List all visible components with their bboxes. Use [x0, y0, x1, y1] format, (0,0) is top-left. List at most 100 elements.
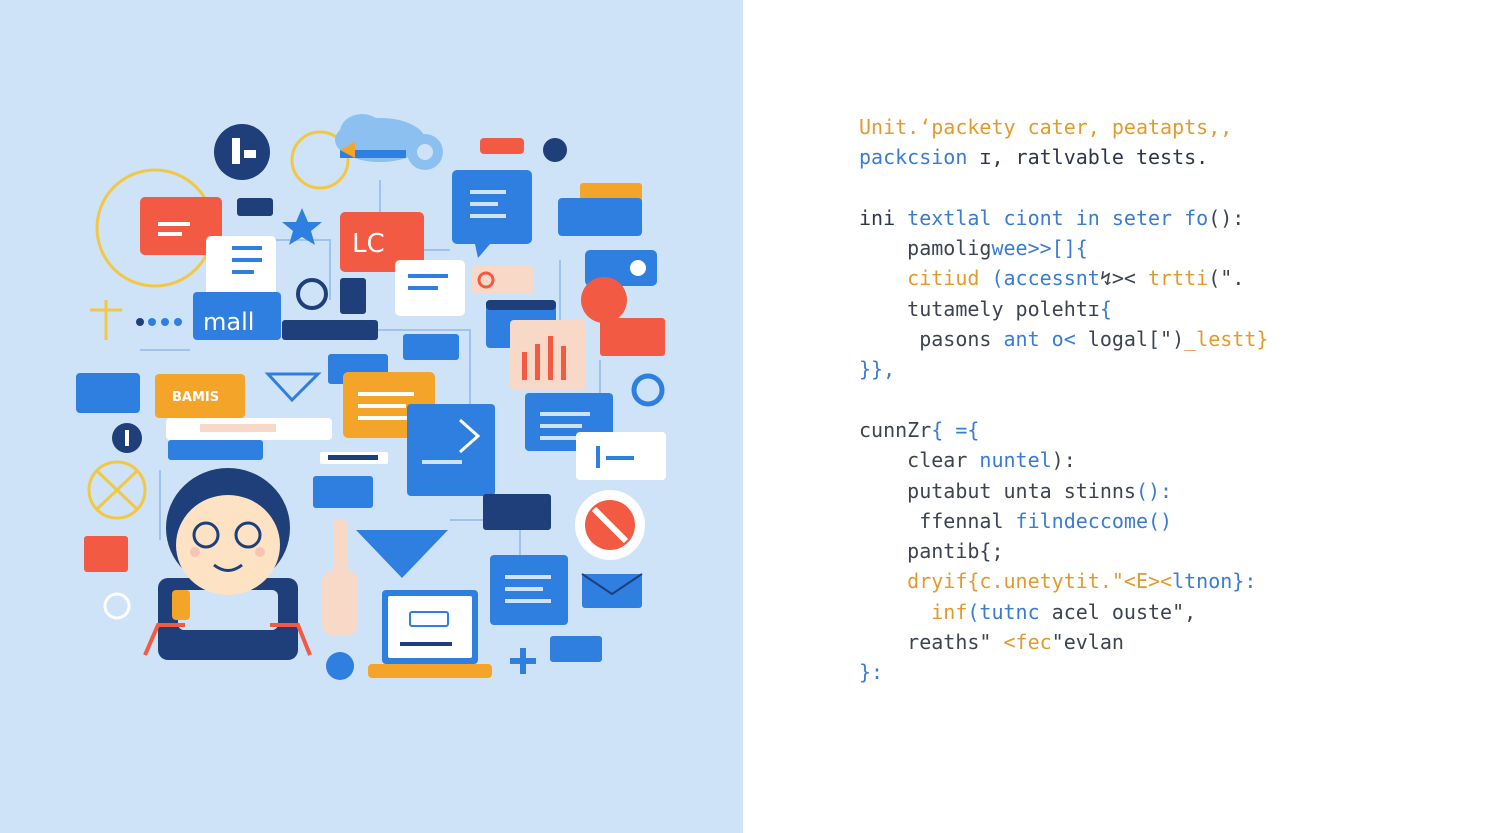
funnel-icon — [356, 530, 448, 578]
code-token: }}, — [859, 357, 896, 382]
code-token: ant o< — [1003, 327, 1076, 352]
code-line: pasons ant o< logal[")_lestt} — [859, 324, 1268, 354]
list-line-c — [540, 436, 590, 440]
chat-line-b — [158, 232, 182, 236]
code-token: inf — [859, 599, 968, 624]
code-line: packcsion ɪ, ratlvable tests. — [859, 142, 1268, 172]
chart-bar-1 — [522, 352, 527, 380]
code-token: (): — [1208, 205, 1257, 230]
code-token: (): — [1135, 478, 1173, 503]
star-icon — [282, 208, 322, 245]
blue-window-card — [558, 198, 642, 236]
code-line: ffennal filndeccome() — [859, 506, 1268, 536]
folder-icon — [84, 536, 128, 572]
bottle-icon — [322, 570, 358, 636]
white-chat-line-b — [408, 286, 438, 290]
code-token: }: — [859, 660, 884, 685]
code-snippet: Unit.‘packety cater, peatapts,, packcsion… — [859, 112, 1268, 688]
code-token: cunnZr — [859, 417, 932, 442]
target-cross-b — [94, 468, 140, 512]
code-token: wee>>[]{ — [991, 236, 1088, 261]
avatar-face — [176, 495, 280, 595]
plus-icon-v — [520, 648, 526, 674]
code-line: reaths" <fec"evlan — [859, 627, 1268, 657]
avatar-shirt — [178, 590, 278, 630]
dark-badge-icon — [214, 124, 270, 180]
white-chat-line — [408, 274, 448, 278]
code-token: ): — [1051, 448, 1076, 473]
developer-avatar — [158, 468, 298, 660]
code-token: textlal ciont in seter fo — [907, 205, 1209, 230]
code-line: pamoligwee>>[]{ — [859, 233, 1268, 263]
red-card-right — [600, 318, 665, 356]
code-token: ffennal — [859, 508, 1016, 533]
code-token: ltnon}: — [1172, 569, 1257, 594]
code-token: dryif{c.unetytit."<E>< — [907, 569, 1173, 594]
code-token: pamolig — [859, 236, 992, 261]
code-line: cunnZr{ ={ — [859, 415, 1268, 445]
code-line: pantib{; — [859, 536, 1268, 566]
code-token: (accessnt — [991, 266, 1100, 291]
orange-ticket — [155, 374, 245, 418]
code-token: _lestt} — [1184, 327, 1269, 352]
code-token: (". — [1208, 266, 1245, 291]
code-token — [859, 569, 907, 593]
toggle-knob — [630, 260, 646, 276]
avatar-smile — [213, 563, 243, 572]
dark-badge-glyph — [232, 138, 240, 164]
code-token: tutamely polehtɪ — [859, 296, 1100, 321]
ring-icon — [477, 271, 495, 289]
code-line: Unit.‘packety cater, peatapts,, — [859, 112, 1268, 142]
ticket-label: BAMIS — [172, 390, 219, 405]
peach-tag — [472, 266, 534, 294]
code-token: nuntel — [979, 448, 1052, 473]
dot-1 — [136, 318, 144, 326]
chart-bar-3 — [548, 336, 553, 380]
chair-left — [143, 623, 185, 656]
dot-4 — [174, 318, 182, 326]
code-token: Unit.‘packety cater, peatapts,, — [859, 115, 1233, 139]
dark-bar — [282, 320, 378, 340]
code-panel — [743, 0, 1488, 833]
blue-doc-line — [505, 575, 551, 579]
list-line — [540, 412, 590, 416]
code-token: packcsion — [859, 145, 980, 170]
blue-chat-line — [470, 190, 506, 194]
orange-doc-line-b — [358, 404, 406, 408]
envelope-icon — [403, 334, 459, 360]
chevron-card-line — [422, 460, 462, 464]
blue-tag-card — [313, 476, 373, 508]
code-token — [859, 266, 907, 290]
orange-doc-line — [358, 392, 414, 396]
code-token: ini — [859, 205, 908, 230]
code-token: reaths" — [859, 630, 1004, 655]
dot-3 — [161, 318, 169, 326]
doc-label: LC — [352, 229, 385, 259]
avatar-cheek-left — [190, 547, 200, 557]
cloud-puff — [340, 114, 384, 150]
dot-2 — [148, 318, 156, 326]
code-token: acel ouste", — [1051, 599, 1197, 624]
blue-chat-line-b — [470, 202, 498, 206]
code-token: clear — [859, 448, 980, 473]
info-badge-glyph — [125, 430, 129, 446]
dark-dot-icon — [543, 138, 567, 162]
notification-badge — [480, 138, 524, 154]
white-doc-card — [206, 236, 276, 296]
blob-icon — [326, 652, 354, 680]
code-line — [859, 385, 1268, 415]
code-token: { ={ — [931, 417, 980, 442]
mail-flap — [581, 573, 643, 596]
code-token: putabut unta stinns — [859, 478, 1136, 503]
code-token: pantib{; — [859, 539, 1004, 564]
illustration-panel: BAMIS mall LC — [0, 0, 743, 833]
red-doc-card — [340, 212, 424, 272]
check-circle-icon — [103, 592, 131, 620]
code-line: tutamely polehtɪ{ — [859, 294, 1268, 324]
laptop-text-line — [400, 642, 452, 646]
small-dark-tag — [237, 198, 273, 216]
doc-line-b — [232, 258, 262, 262]
blue-strip — [168, 440, 263, 460]
code-line: inf(tutnc acel ouste", — [859, 597, 1268, 627]
white-chat-right-line — [606, 456, 634, 460]
